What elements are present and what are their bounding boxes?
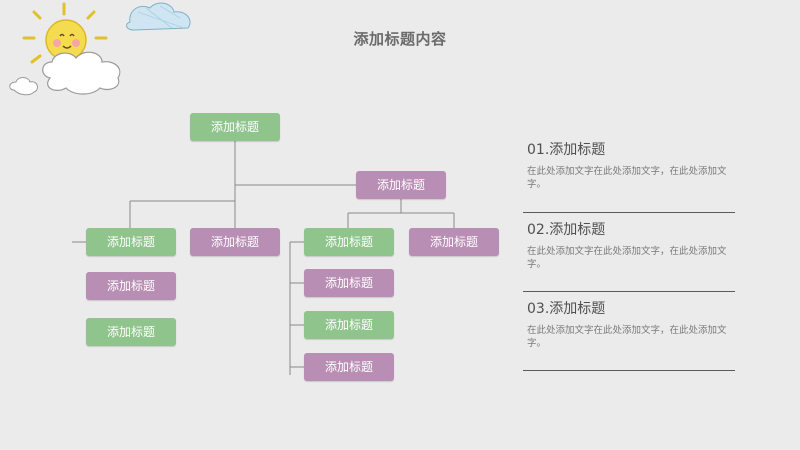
org-node-right-column: 添加标题 — [304, 353, 394, 381]
org-node-right-column: 添加标题 — [304, 311, 394, 339]
entry-title: 01.添加标题 — [527, 142, 606, 158]
entry-description: 在此处添加文字在此处添加文字，在此处添加文字。 — [527, 325, 727, 349]
org-node-level2: 添加标题 — [190, 228, 280, 256]
org-node-left-column: 添加标题 — [86, 272, 176, 300]
entry-description: 在此处添加文字在此处添加文字，在此处添加文字。 — [527, 166, 727, 190]
decoration — [9, 2, 191, 96]
text-entry: 02.添加标题 在此处添加文字在此处添加文字，在此处添加文字。 — [527, 221, 737, 271]
cloud-icon — [42, 51, 121, 95]
org-node-branch: 添加标题 — [356, 171, 446, 199]
org-node-level2: 添加标题 — [86, 228, 176, 256]
org-node-left-column: 添加标题 — [86, 318, 176, 346]
text-entry: 01.添加标题 在此处添加文字在此处添加文字，在此处添加文字。 — [527, 141, 737, 191]
org-node-level2: 添加标题 — [409, 228, 499, 256]
entry-title: 03.添加标题 — [527, 301, 606, 317]
divider — [523, 370, 735, 371]
cloud-icon — [9, 77, 38, 96]
divider — [523, 212, 735, 213]
sun-icon — [22, 2, 108, 64]
text-entry: 03.添加标题 在此处添加文字在此处添加文字，在此处添加文字。 — [527, 300, 737, 350]
org-node-root: 添加标题 — [190, 113, 280, 141]
divider — [523, 291, 735, 292]
entry-description: 在此处添加文字在此处添加文字，在此处添加文字。 — [527, 246, 727, 270]
org-node-right-column: 添加标题 — [304, 269, 394, 297]
org-node-level2: 添加标题 — [304, 228, 394, 256]
entry-title: 02.添加标题 — [527, 222, 606, 238]
cloud-icon — [126, 2, 191, 31]
page-title: 添加标题内容 — [353, 30, 447, 48]
